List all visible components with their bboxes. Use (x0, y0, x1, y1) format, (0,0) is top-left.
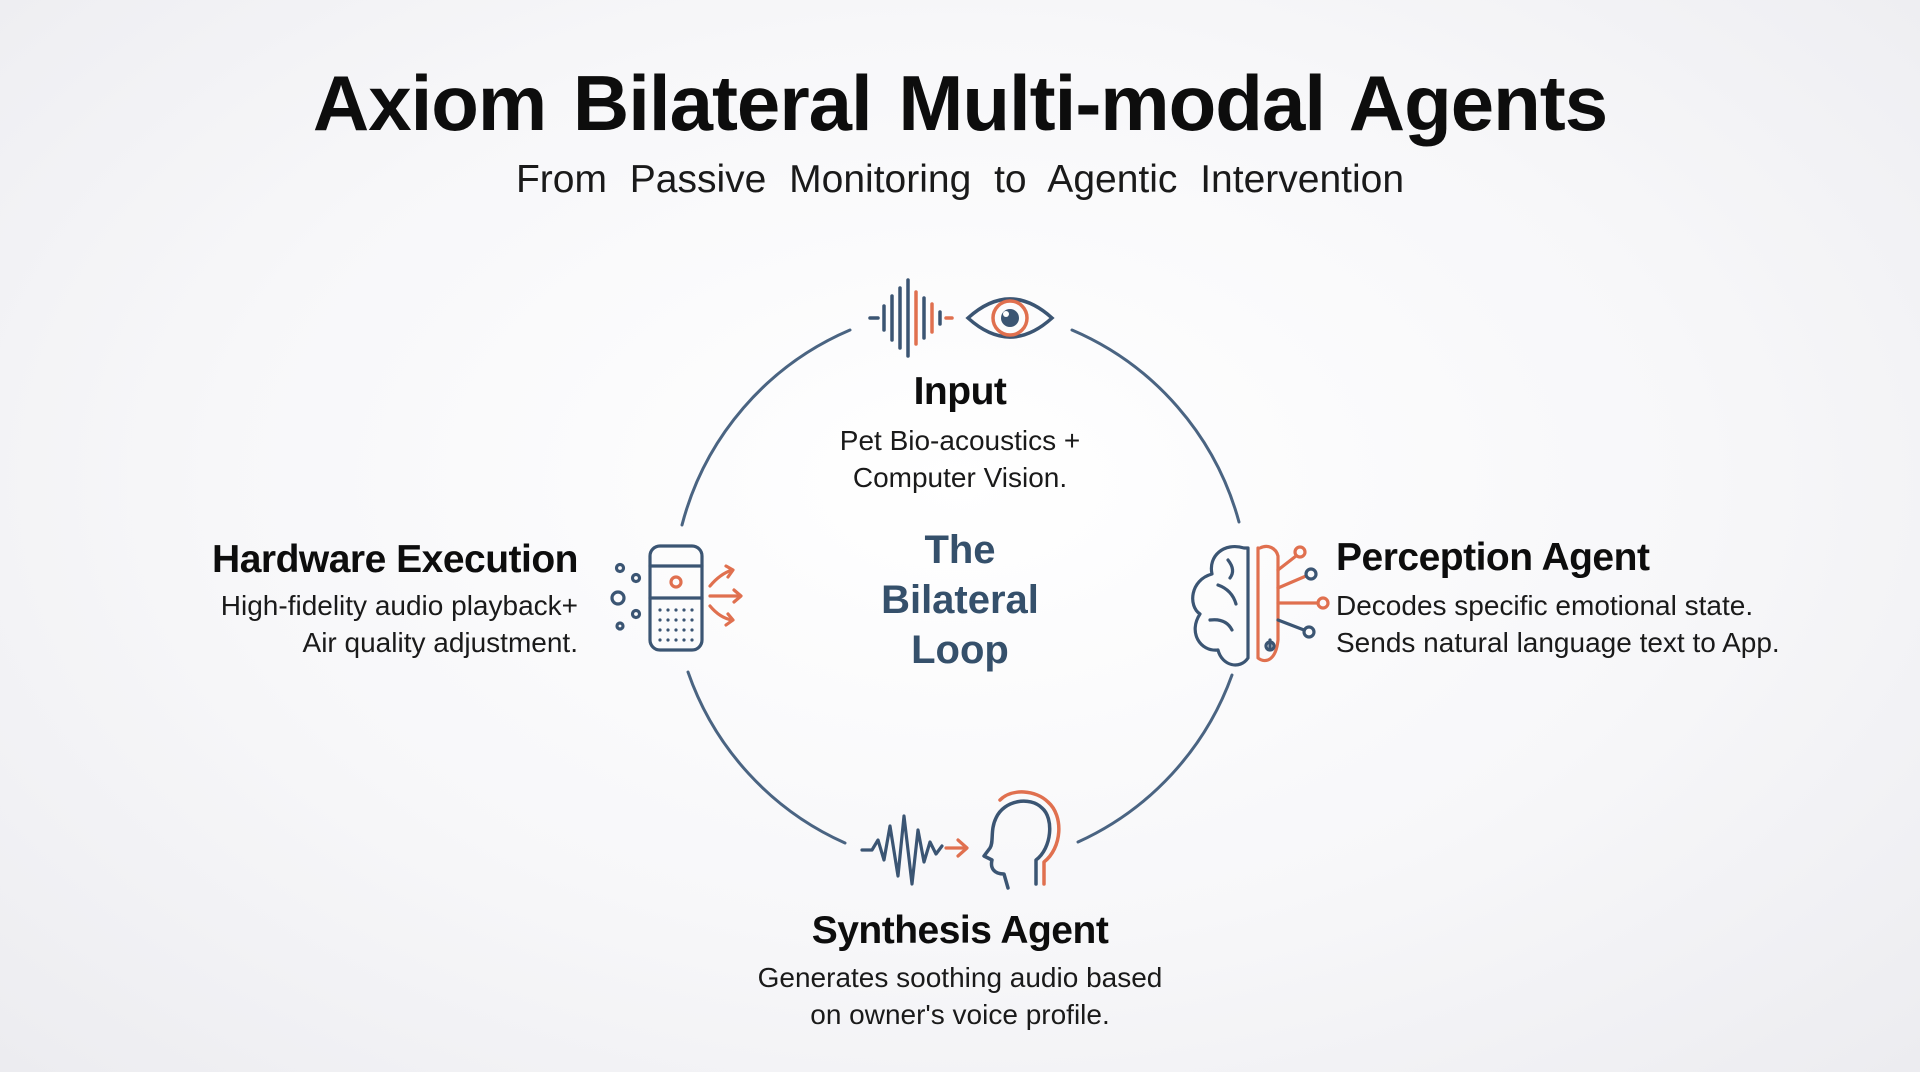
input-title: Input (913, 370, 1007, 413)
hardware-execution-description: High-fidelity audio playback+ Air qualit… (80, 587, 578, 661)
eye-icon (965, 297, 1055, 339)
loop-arc-top-right (1070, 328, 1241, 524)
input-description-line-1: Pet Bio-acoustics + (839, 425, 1081, 456)
center-label-line-1: The (924, 528, 996, 572)
synthesis-agent-title: Synthesis Agent (811, 909, 1109, 952)
waveform-arrow-icon (860, 814, 969, 886)
synthesis-agent-description-line-1: Generates soothing audio based (757, 962, 1163, 993)
air-purifier-speaker-icon (610, 544, 743, 652)
brain-circuit-icon (1191, 544, 1330, 667)
input-description: Pet Bio-acoustics + Computer Vision. (760, 422, 1160, 496)
loop-arc-bottom-left (686, 670, 847, 845)
loop-arc-top-left (680, 328, 852, 527)
center-label-line-2: Bilateral (881, 578, 1039, 622)
hardware-execution-description-line-2: Air quality adjustment. (302, 627, 578, 658)
synthesis-agent-description-line-2: on owner's voice profile. (810, 999, 1110, 1030)
waveform-icon (868, 278, 954, 358)
perception-agent-description: Decodes specific emotional state. Sends … (1336, 587, 1780, 661)
synthesis-agent-description: Generates soothing audio based on owner'… (660, 959, 1260, 1033)
perception-agent-title: Perception Agent (1336, 536, 1650, 579)
page-title: Axiom Bilateral Multi-modal Agents (312, 59, 1608, 147)
loop-arc-bottom-right (1076, 673, 1234, 844)
center-label: The Bilateral Loop (820, 525, 1100, 675)
input-description-line-2: Computer Vision. (852, 462, 1068, 493)
hardware-execution-description-line-1: High-fidelity audio playback+ (220, 590, 578, 621)
hardware-execution-title: Hardware Execution (212, 538, 578, 581)
loop-arcs (680, 328, 1241, 845)
page-subtitle: From Passive Monitoring to Agentic Inter… (515, 158, 1405, 201)
perception-agent-description-line-2: Sends natural language text to App. (1336, 627, 1780, 658)
center-label-line-3: Loop (911, 628, 1009, 672)
perception-agent-description-line-1: Decodes specific emotional state. (1336, 590, 1754, 621)
head-profile-icon (982, 790, 1061, 890)
